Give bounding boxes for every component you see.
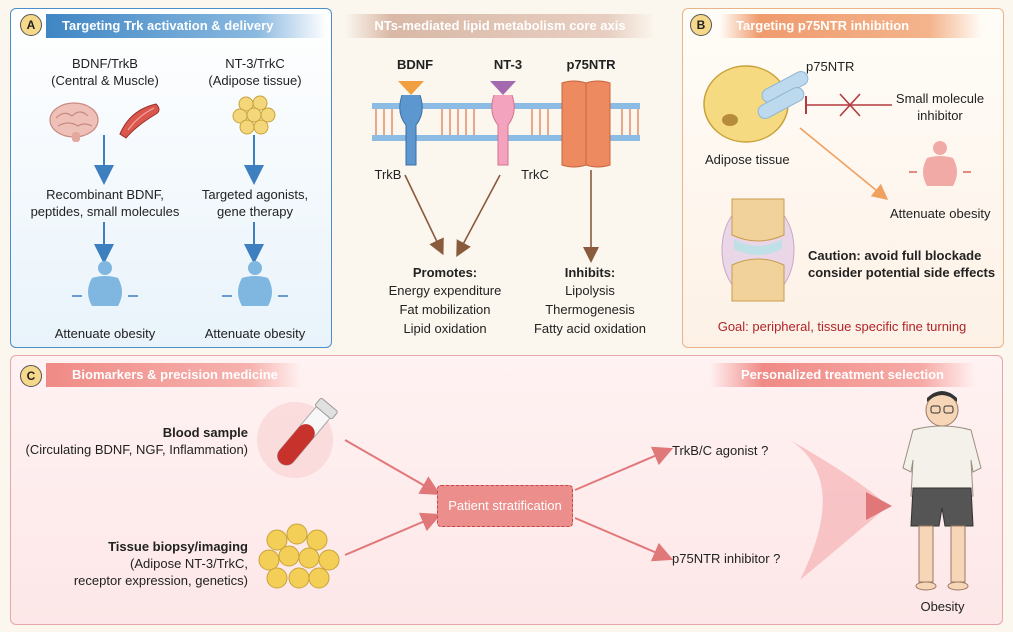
obesity-label: Obesity [920, 599, 965, 614]
trkb-label: TrkB [374, 167, 402, 182]
brain-icon [49, 102, 99, 142]
blood-sample-text: Blood sample (Circulating BDNF, NGF, Inf… [25, 425, 249, 457]
panel-a-badge: A [20, 14, 42, 36]
inhibitor-cross-icon [805, 93, 892, 117]
panel-a [10, 8, 332, 348]
nt3-label: NT-3 [493, 57, 523, 72]
body-silhouette-icon [222, 261, 288, 306]
blood-tube-icon [257, 398, 338, 478]
option-p75-inhibitor: p75NTR inhibitor ? [672, 551, 781, 566]
trkc-label: TrkC [521, 167, 549, 182]
adipocyte-icon [703, 65, 809, 143]
panel-b-header: Targeting p75NTR inhibition [720, 14, 982, 38]
right-intervention-text: Targeted agonists, gene therapy [201, 187, 309, 219]
body-silhouette-icon [72, 261, 138, 306]
muscle-icon [119, 103, 160, 139]
patient-stratification-box: Patient stratification [437, 485, 573, 527]
panel-b-p75-label: p75NTR [806, 59, 855, 74]
adipocyte-cluster-icon [232, 95, 276, 135]
panel-a-header: Targeting Trk activation & delivery [46, 14, 326, 38]
bdnf-label: BDNF [396, 57, 434, 72]
panel-c-badge: C [20, 365, 42, 387]
patient-figure-icon [902, 391, 982, 591]
tissue-biopsy-icon [258, 523, 340, 589]
option-trk-agonist: TrkB/C agonist ? [672, 443, 769, 458]
tissue-biopsy-text: Tissue biopsy/imaging (Adipose NT-3/TrkC… [73, 539, 248, 588]
panel-c-header-left: Biomarkers & precision medicine [46, 363, 301, 387]
center-header: NTs-mediated lipid metabolism core axis [345, 14, 655, 38]
bdnf-trkb-title: BDNF/TrkB (Central & Muscle) [51, 56, 159, 88]
nt3-trkc-title: NT-3/TrkC (Adipose tissue) [208, 56, 302, 88]
p75-label: p75NTR [566, 57, 616, 72]
panel-b-badge: B [690, 14, 712, 36]
joint-icon [721, 198, 795, 302]
right-result: Attenuate obesity [204, 326, 306, 341]
inhibitor-label: Small molecule inhibitor [895, 91, 985, 123]
membrane-icon [372, 80, 640, 168]
caution-text: Caution: avoid full blockade consider po… [808, 248, 996, 280]
inhibits-block: Inhibits: Lipolysis Thermogenesis Fatty … [533, 265, 646, 336]
adipose-tissue-label: Adipose tissue [705, 152, 790, 167]
panel-c-header-right: Personalized treatment selection [710, 363, 975, 387]
left-result: Attenuate obesity [54, 326, 156, 341]
body-silhouette-icon [909, 141, 971, 186]
left-intervention-text: Recombinant BDNF, peptides, small molecu… [30, 187, 180, 219]
promotes-block: Promotes: Energy expenditure Fat mobiliz… [388, 265, 502, 336]
goal-text: Goal: peripheral, tissue specific fine t… [717, 319, 967, 334]
panel-b-result: Attenuate obesity [890, 206, 991, 221]
